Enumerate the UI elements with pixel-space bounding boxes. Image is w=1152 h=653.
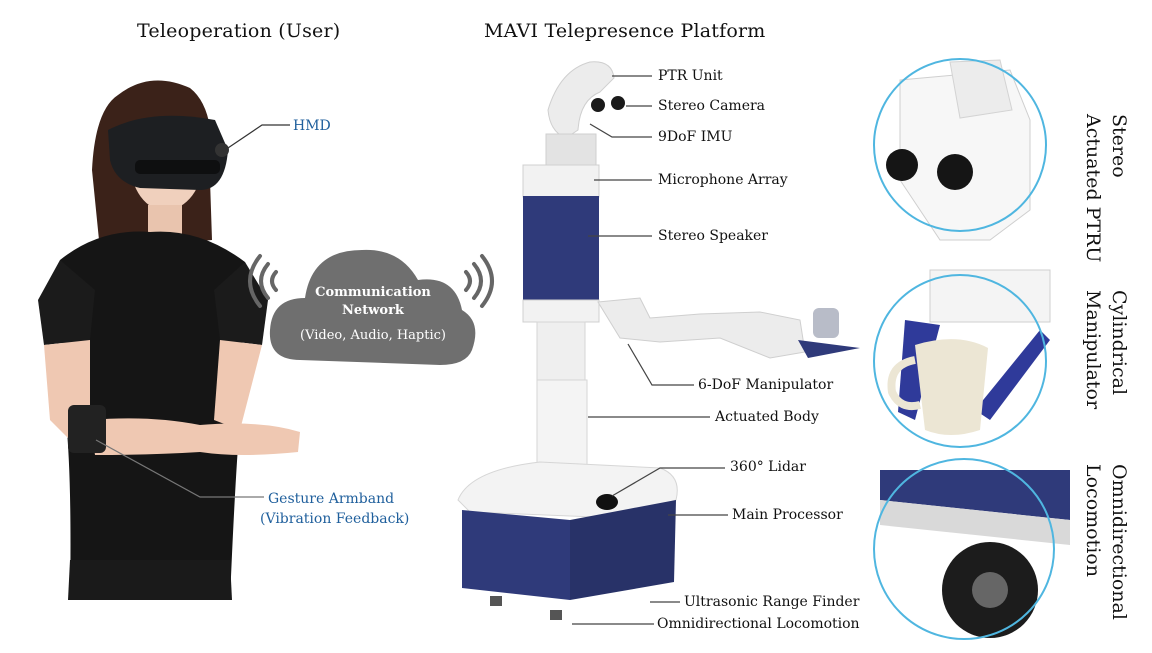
network-cloud [269, 249, 476, 365]
locomotion-detail-line1: Omnidirectional [1108, 464, 1130, 620]
stereo-speaker-label: Stereo Speaker [658, 228, 769, 244]
armband-label-line2: (Vibration Feedback) [260, 511, 410, 527]
user-neck [148, 205, 182, 235]
ptru-detail-circle [873, 58, 1047, 232]
hmd-device [108, 115, 228, 190]
signal-left-icon [248, 254, 278, 308]
locomotion-detail-circle [873, 458, 1055, 640]
microphone-array-label: Microphone Array [658, 172, 788, 188]
ptru-detail-title: Stereo Actuated PTRU [1080, 114, 1132, 262]
user-hands [90, 418, 300, 455]
cloud-title-line1: Communication [315, 285, 431, 300]
cloud-title-line2: Network [342, 303, 404, 318]
stereo-camera-label: Stereo Camera [658, 98, 766, 114]
lidar-sensor [596, 494, 618, 510]
locomotion-label: Omnidirectional Locomotion [657, 616, 860, 632]
actuated-body-label: Actuated Body [715, 409, 819, 425]
gesture-armband [68, 405, 106, 453]
platform-section-title: MAVI Telepresence Platform [484, 20, 766, 42]
ultrasonic-label: Ultrasonic Range Finder [684, 594, 860, 610]
manipulator-arm [597, 297, 806, 359]
user-section-title: Teleoperation (User) [137, 20, 341, 42]
ptr-unit [547, 61, 615, 139]
locomotion-detail-title: Omnidirectional Locomotion [1080, 464, 1132, 620]
user-torso [60, 231, 245, 601]
ptru-detail-line1: Stereo [1108, 114, 1130, 178]
imu-label: 9DoF IMU [658, 129, 733, 145]
manipulator-label: 6-DoF Manipulator [698, 377, 834, 393]
manipulator-detail-title: Cylindrical Manipulator [1080, 290, 1132, 409]
hmd-label: HMD [293, 118, 331, 134]
cloud-subtitle: (Video, Audio, Haptic) [300, 328, 446, 343]
ptr-unit-label: PTR Unit [658, 68, 723, 84]
locomotion-detail-line2: Locomotion [1082, 464, 1104, 577]
stereo-speaker [523, 196, 599, 302]
ptru-detail-line2: Actuated PTRU [1082, 114, 1104, 263]
main-processor-label: Main Processor [732, 507, 843, 523]
manipulator-detail-line1: Cylindrical [1108, 290, 1130, 396]
signal-right-icon [464, 254, 494, 308]
manipulator-detail-circle [873, 274, 1047, 448]
microphone-array [522, 164, 600, 198]
armband-label-line1: Gesture Armband [268, 491, 395, 507]
lidar-label: 360° Lidar [730, 459, 806, 475]
manipulator-detail-line2: Manipulator [1082, 290, 1104, 410]
